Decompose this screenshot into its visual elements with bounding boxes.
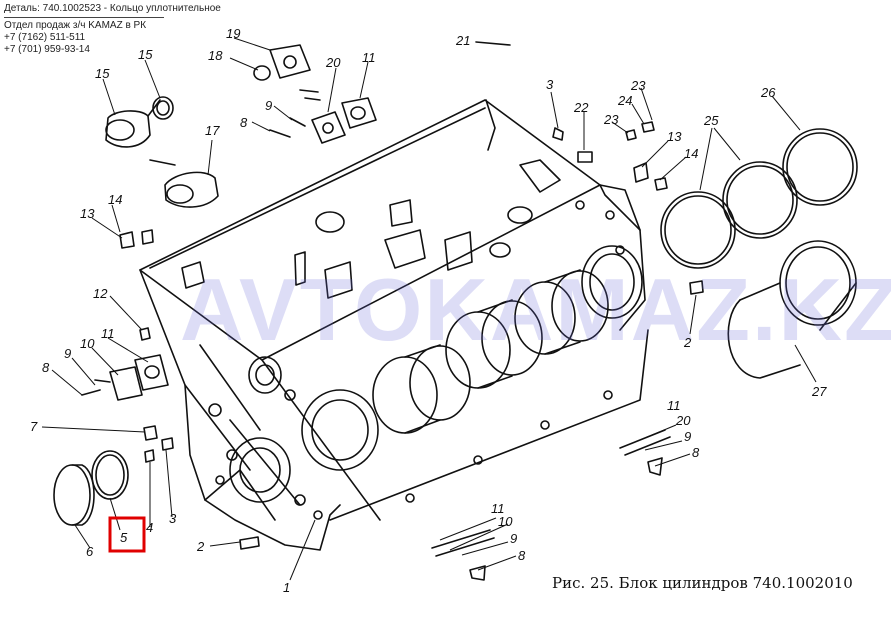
label-7[interactable]: 7	[30, 419, 38, 434]
header-divider	[4, 17, 164, 18]
label-14[interactable]: 14	[108, 192, 122, 207]
bolt-8-top[interactable]	[269, 129, 291, 138]
cover-6[interactable]	[53, 464, 95, 526]
label-13[interactable]: 13	[667, 129, 682, 144]
label-22[interactable]: 22	[573, 100, 589, 115]
cap-18[interactable]	[253, 65, 271, 81]
label-4[interactable]: 4	[146, 520, 153, 535]
label-3[interactable]: 3	[546, 77, 554, 92]
label-11[interactable]: 11	[667, 398, 681, 413]
cylinder-sleeve-27[interactable]	[727, 240, 857, 379]
label-1[interactable]: 1	[283, 580, 290, 595]
label-17[interactable]: 17	[205, 123, 220, 138]
label-25[interactable]: 25	[703, 113, 719, 128]
plug-22[interactable]	[577, 151, 593, 163]
label-19[interactable]: 19	[226, 26, 240, 41]
watermark: AVTOKAMAZ.KZ	[180, 260, 891, 359]
label-3[interactable]: 3	[169, 511, 177, 526]
plug-4[interactable]	[144, 449, 155, 463]
label-18[interactable]: 18	[208, 48, 223, 63]
washer-9-top[interactable]	[289, 117, 306, 127]
label-2[interactable]: 2	[196, 539, 205, 554]
plug-14-left[interactable]	[141, 229, 154, 245]
pin-2-right[interactable]	[689, 280, 704, 295]
part-info-header: Деталь: 740.1002523 - Кольцо уплотнитель…	[4, 3, 221, 56]
elbow-pipe-15[interactable]	[105, 99, 161, 148]
label-14[interactable]: 14	[684, 146, 698, 161]
pin-21[interactable]	[475, 41, 511, 46]
label-8[interactable]: 8	[692, 445, 700, 460]
label-23[interactable]: 23	[630, 78, 646, 93]
figure-caption: Рис. 25. Блок цилиндров 740.1002010	[552, 574, 853, 592]
label-8[interactable]: 8	[240, 115, 248, 130]
label-2[interactable]: 2	[683, 335, 692, 350]
label-27[interactable]: 27	[811, 384, 827, 399]
label-11[interactable]: 11	[362, 50, 376, 65]
rod-11-right[interactable]	[619, 429, 671, 456]
cover-10-left[interactable]	[109, 366, 143, 401]
part-number-labels: 15 15 17 13 14 12 11 10 9 8 7 6 5 4 3 2 …	[30, 26, 827, 595]
label-20[interactable]: 20	[325, 55, 341, 70]
bolt-8-left[interactable]	[81, 379, 111, 396]
sales-department: Отдел продаж з/ч KAMAZ в РК	[4, 20, 147, 31]
label-9[interactable]: 9	[510, 531, 517, 546]
rod-11-bottom[interactable]	[431, 529, 495, 557]
bolt-8-bottom[interactable]	[469, 565, 486, 581]
leader-lines	[41, 37, 817, 581]
label-8[interactable]: 8	[42, 360, 50, 375]
label-9[interactable]: 9	[64, 346, 71, 361]
seal-ring-5[interactable]	[91, 450, 129, 500]
phone-number-2[interactable]: +7 (701) 959-93-14	[4, 44, 90, 55]
plug-23[interactable]	[625, 129, 637, 141]
seal-ring-15[interactable]	[152, 96, 174, 120]
label-9[interactable]: 9	[684, 429, 691, 444]
label-10[interactable]: 10	[80, 336, 95, 351]
plug-12[interactable]	[139, 327, 151, 341]
seal-ring-26[interactable]	[782, 128, 858, 206]
plug-13-left[interactable]	[119, 231, 135, 249]
bolt-8-right[interactable]	[647, 457, 663, 476]
gasket-11-top[interactable]	[341, 97, 377, 129]
label-12[interactable]: 12	[93, 286, 108, 301]
gasket-11-left[interactable]	[134, 354, 169, 391]
pin-3-left[interactable]	[161, 437, 174, 451]
seal-ring-25a[interactable]	[660, 191, 736, 269]
pin-3-top[interactable]	[552, 127, 564, 141]
elbow-pipe-17[interactable]	[149, 159, 219, 208]
label-23[interactable]: 23	[603, 112, 619, 127]
label-11[interactable]: 11	[491, 501, 505, 516]
label-15[interactable]: 15	[138, 47, 153, 62]
flange-19[interactable]	[269, 44, 311, 79]
label-6[interactable]: 6	[86, 544, 94, 559]
label-26[interactable]: 26	[760, 85, 776, 100]
label-9[interactable]: 9	[265, 98, 272, 113]
seal-ring-25b[interactable]	[722, 161, 798, 239]
label-13[interactable]: 13	[80, 206, 95, 221]
label-21[interactable]: 21	[455, 33, 470, 48]
plug-14-right[interactable]	[654, 177, 668, 191]
plug-13-right[interactable]	[633, 162, 649, 183]
label-8[interactable]: 8	[518, 548, 526, 563]
label-15[interactable]: 15	[95, 66, 110, 81]
cover-20[interactable]	[311, 111, 346, 144]
plug-7[interactable]	[143, 425, 158, 441]
highlight-box	[108, 516, 146, 553]
plug-24[interactable]	[641, 121, 655, 133]
label-5[interactable]: 5	[120, 530, 128, 545]
cylinder-block	[139, 99, 649, 551]
label-10[interactable]: 10	[498, 514, 513, 529]
part-title: Деталь: 740.1002523 - Кольцо уплотнитель…	[4, 3, 221, 14]
label-11[interactable]: 11	[101, 326, 115, 341]
phone-number-1[interactable]: +7 (7162) 511-511	[4, 32, 86, 43]
label-24[interactable]: 24	[617, 93, 632, 108]
pin-2-bottom[interactable]	[239, 536, 260, 550]
label-20[interactable]: 20	[675, 413, 691, 428]
